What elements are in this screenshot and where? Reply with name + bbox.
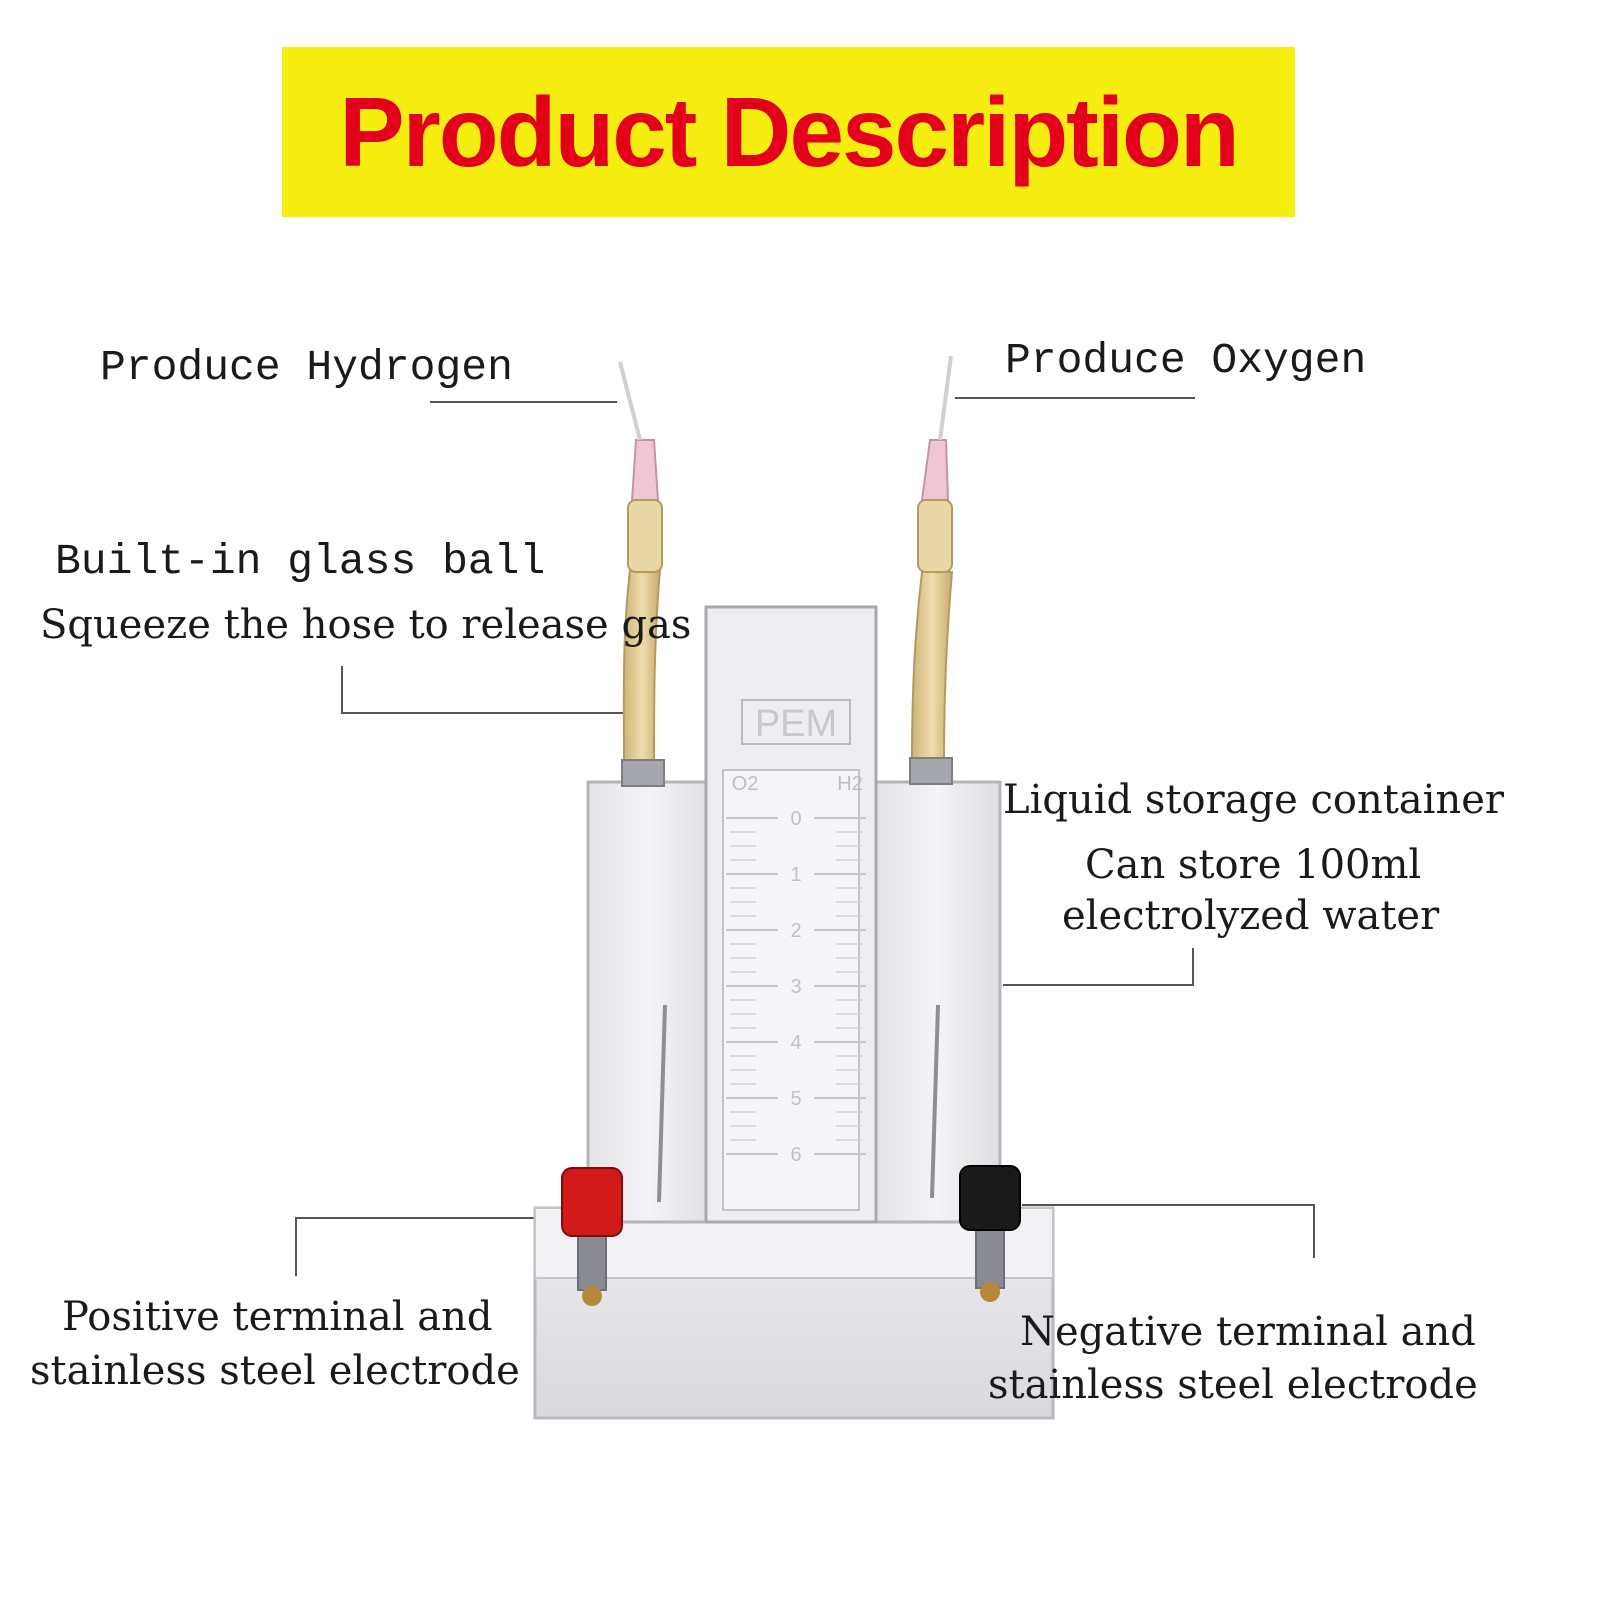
right-chamber [874,780,1002,1224]
scale-number-6: 6 [790,1144,801,1166]
left-electrode [657,1004,667,1203]
measuring-tube-inner [722,769,860,1211]
pem-label: PEM [755,703,837,745]
scale-number-4: 4 [790,1032,801,1054]
label-negative-electrode: stainless steel electrode [988,1362,1478,1408]
scale-number-3: 3 [790,976,801,998]
left-needle-hub [630,439,660,501]
label-produce-oxygen: Produce Oxygen [1005,336,1367,385]
left-fitting [621,759,665,787]
label-squeeze-hose: Squeeze the hose to release gas [40,602,692,648]
right-hose [910,571,954,761]
scale-ticks: 0 1 2 3 4 5 6 [726,808,866,1166]
scale-number-1: 1 [790,864,801,886]
right-fitting [909,757,953,785]
label-produce-hydrogen: Produce Hydrogen [100,343,513,392]
left-chamber [586,780,715,1224]
scale-label-right: H2 [837,773,863,795]
storage-leader [1003,948,1194,986]
negative-post [975,1225,1005,1289]
left-hose-tip [627,499,663,573]
positive-nut [582,1286,602,1306]
label-negative-terminal: Negative terminal and [1020,1309,1476,1355]
label-glass-ball: Built-in glass ball [55,537,546,586]
page-title: Product Description [339,77,1240,187]
scale-label-left: O2 [732,773,759,795]
label-positive-terminal: Positive terminal and [62,1294,493,1340]
right-needle [938,355,953,441]
negative-nut [980,1282,1000,1302]
right-hose-tip [917,499,953,573]
label-electrolyzed-water: electrolyzed water [1062,893,1440,939]
right-needle-hub [920,439,950,501]
leader-lines [295,397,1315,1276]
negative-knob [959,1165,1021,1231]
negative-leader [1022,1204,1315,1258]
positive-terminal [561,1167,623,1306]
label-store-100ml: Can store 100ml [1085,842,1422,888]
pem-panel [741,699,851,745]
glass-ball-leader [341,666,632,714]
negative-terminal [959,1165,1021,1302]
left-hose [622,569,662,763]
title-banner: Product Description [282,47,1295,217]
positive-leader [295,1217,546,1276]
scale-number-2: 2 [790,920,801,942]
positive-post [577,1231,607,1291]
left-needle [618,361,642,441]
scale-number-5: 5 [790,1088,801,1110]
scale-number-0: 0 [790,808,801,830]
right-electrode [930,1004,940,1199]
label-storage-container: Liquid storage container [1003,777,1504,823]
label-positive-electrode: stainless steel electrode [30,1348,520,1394]
positive-knob [561,1167,623,1237]
